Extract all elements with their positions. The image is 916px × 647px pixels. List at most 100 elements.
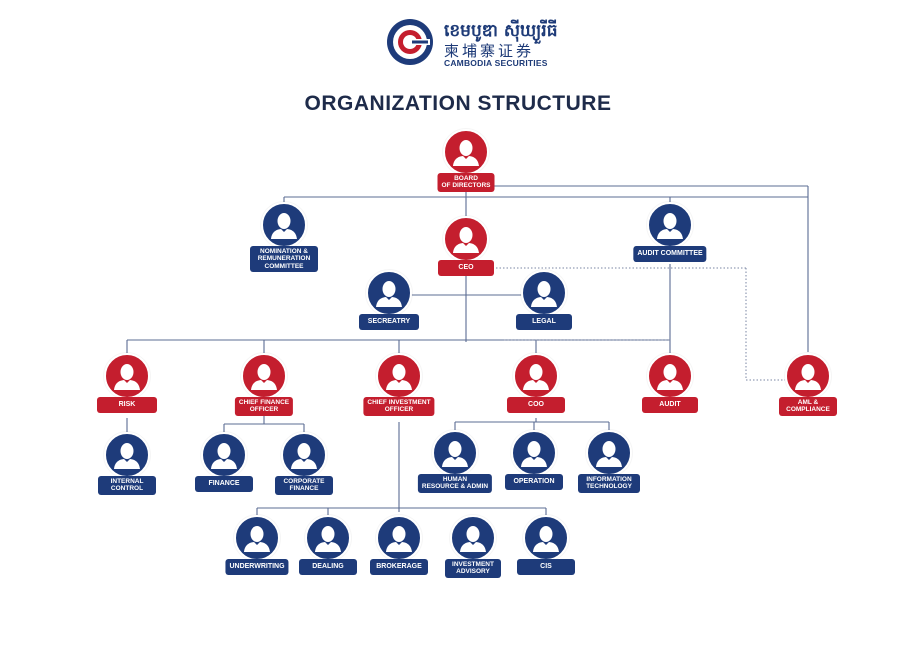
org-node-label-line: BOARD bbox=[454, 175, 478, 182]
person-icon bbox=[241, 353, 287, 399]
org-node-label-line: AUDIT bbox=[659, 401, 681, 408]
org-node-label-line: DEALING bbox=[312, 563, 344, 570]
brand-name-chinese: 柬埔寨证券 bbox=[444, 42, 535, 60]
org-node-label-line: RESOURCE & ADMIN bbox=[421, 483, 489, 491]
person-icon bbox=[305, 515, 351, 561]
person-icon bbox=[201, 432, 247, 478]
org-node-finance: FINANCE bbox=[164, 432, 284, 516]
org-node-label-line: LEGAL bbox=[532, 318, 556, 325]
page-title: ORGANIZATION STRUCTURE bbox=[304, 92, 612, 115]
org-node-label-line: ADVISORY bbox=[456, 568, 490, 576]
org-node-label-line: COMMITTEE bbox=[264, 262, 304, 270]
org-node-label-line: CHIEF FINANCE bbox=[238, 399, 290, 406]
org-node-label: SECREATRY bbox=[359, 314, 419, 330]
person-icon bbox=[523, 515, 569, 561]
org-node-label-line: UNDERWRITING bbox=[229, 563, 285, 570]
org-node-secretary: SECREATRY bbox=[329, 270, 449, 354]
person-icon bbox=[443, 216, 489, 262]
person-icon bbox=[376, 515, 422, 561]
org-node-label-line: CORPORATE bbox=[283, 478, 325, 485]
org-node-label: FINANCE bbox=[195, 476, 253, 492]
org-node-ceo: CEO bbox=[406, 216, 526, 300]
org-node-label-line: INVESTMENT bbox=[452, 561, 494, 568]
org-node-risk: RISK bbox=[67, 353, 187, 437]
org-node-label-line: OFFICER bbox=[384, 406, 414, 414]
org-node-audit-committee: AUDIT COMMITTEE bbox=[610, 202, 730, 286]
org-node-label-line: CONTROL bbox=[110, 485, 144, 493]
org-node-label-line: CEO bbox=[458, 264, 474, 271]
org-node-label: LEGAL bbox=[516, 314, 572, 330]
person-icon bbox=[513, 353, 559, 399]
brand-name-khmer: ខេមបូឌា ស៊ីឃ្យួរីធី bbox=[444, 21, 558, 41]
org-node-brokerage: BROKERAGE bbox=[339, 515, 459, 599]
org-node-label-line: HUMAN bbox=[442, 476, 468, 483]
org-node-aml: AML &COMPLIANCE bbox=[748, 353, 868, 437]
org-node-label: RISK bbox=[97, 397, 157, 413]
org-node-label-line: FINANCE bbox=[208, 480, 240, 487]
org-node-label-line: NOMINATION & bbox=[260, 248, 308, 255]
org-node-label-line: CIS bbox=[540, 563, 552, 570]
org-node-operation: OPERATION bbox=[474, 430, 594, 514]
person-icon bbox=[511, 430, 557, 476]
org-node-label: UNDERWRITING bbox=[225, 559, 289, 575]
org-node-label-line: COMPLIANCE bbox=[786, 406, 830, 414]
person-icon bbox=[443, 129, 489, 175]
brand-name-english: CAMBODIA SECURITIES bbox=[444, 58, 548, 68]
org-node-label-line: OF DIRECTORS bbox=[441, 182, 491, 190]
person-icon bbox=[450, 515, 496, 561]
org-node-label-line: COO bbox=[528, 401, 544, 408]
org-node-cis: CIS bbox=[486, 515, 606, 599]
person-icon bbox=[647, 202, 693, 248]
org-node-label: CEO bbox=[438, 260, 494, 276]
org-node-label: AML &COMPLIANCE bbox=[779, 397, 837, 416]
person-icon bbox=[281, 432, 327, 478]
org-node-label-line: SECREATRY bbox=[367, 318, 411, 325]
org-node-label-line: OPERATION bbox=[513, 478, 555, 485]
org-node-label-line: TECHNOLOGY bbox=[586, 483, 632, 491]
org-node-label-line: INFORMATION bbox=[586, 476, 632, 483]
org-node-dealing: DEALING bbox=[268, 515, 388, 599]
person-icon bbox=[104, 353, 150, 399]
org-node-legal: LEGAL bbox=[484, 270, 604, 354]
person-icon bbox=[261, 202, 307, 248]
person-icon bbox=[586, 430, 632, 476]
org-node-label: CIS bbox=[517, 559, 575, 575]
person-icon bbox=[785, 353, 831, 399]
org-node-audit: AUDIT bbox=[610, 353, 730, 437]
org-node-label-line: REMUNERATION bbox=[257, 255, 311, 263]
person-icon bbox=[366, 270, 412, 316]
org-node-label-line: CHIEF INVESTMENT bbox=[367, 399, 431, 406]
org-node-label: COO bbox=[507, 397, 565, 413]
org-node-label-line: BROKERAGE bbox=[376, 563, 422, 570]
cambodia-securities-logo bbox=[387, 19, 433, 65]
org-node-label-line: INTERNAL bbox=[110, 478, 144, 485]
person-icon bbox=[432, 430, 478, 476]
person-icon bbox=[647, 353, 693, 399]
person-icon bbox=[376, 353, 422, 399]
org-node-label: DEALING bbox=[299, 559, 357, 575]
org-node-label: OPERATION bbox=[505, 474, 563, 490]
org-node-label-line: OFFICER bbox=[249, 406, 279, 414]
person-icon bbox=[521, 270, 567, 316]
person-icon bbox=[104, 432, 150, 478]
org-node-underwriting: UNDERWRITING bbox=[197, 515, 317, 599]
org-node-label: AUDIT COMMITTEE bbox=[633, 246, 707, 262]
org-node-label-line: FINANCE bbox=[289, 485, 319, 493]
